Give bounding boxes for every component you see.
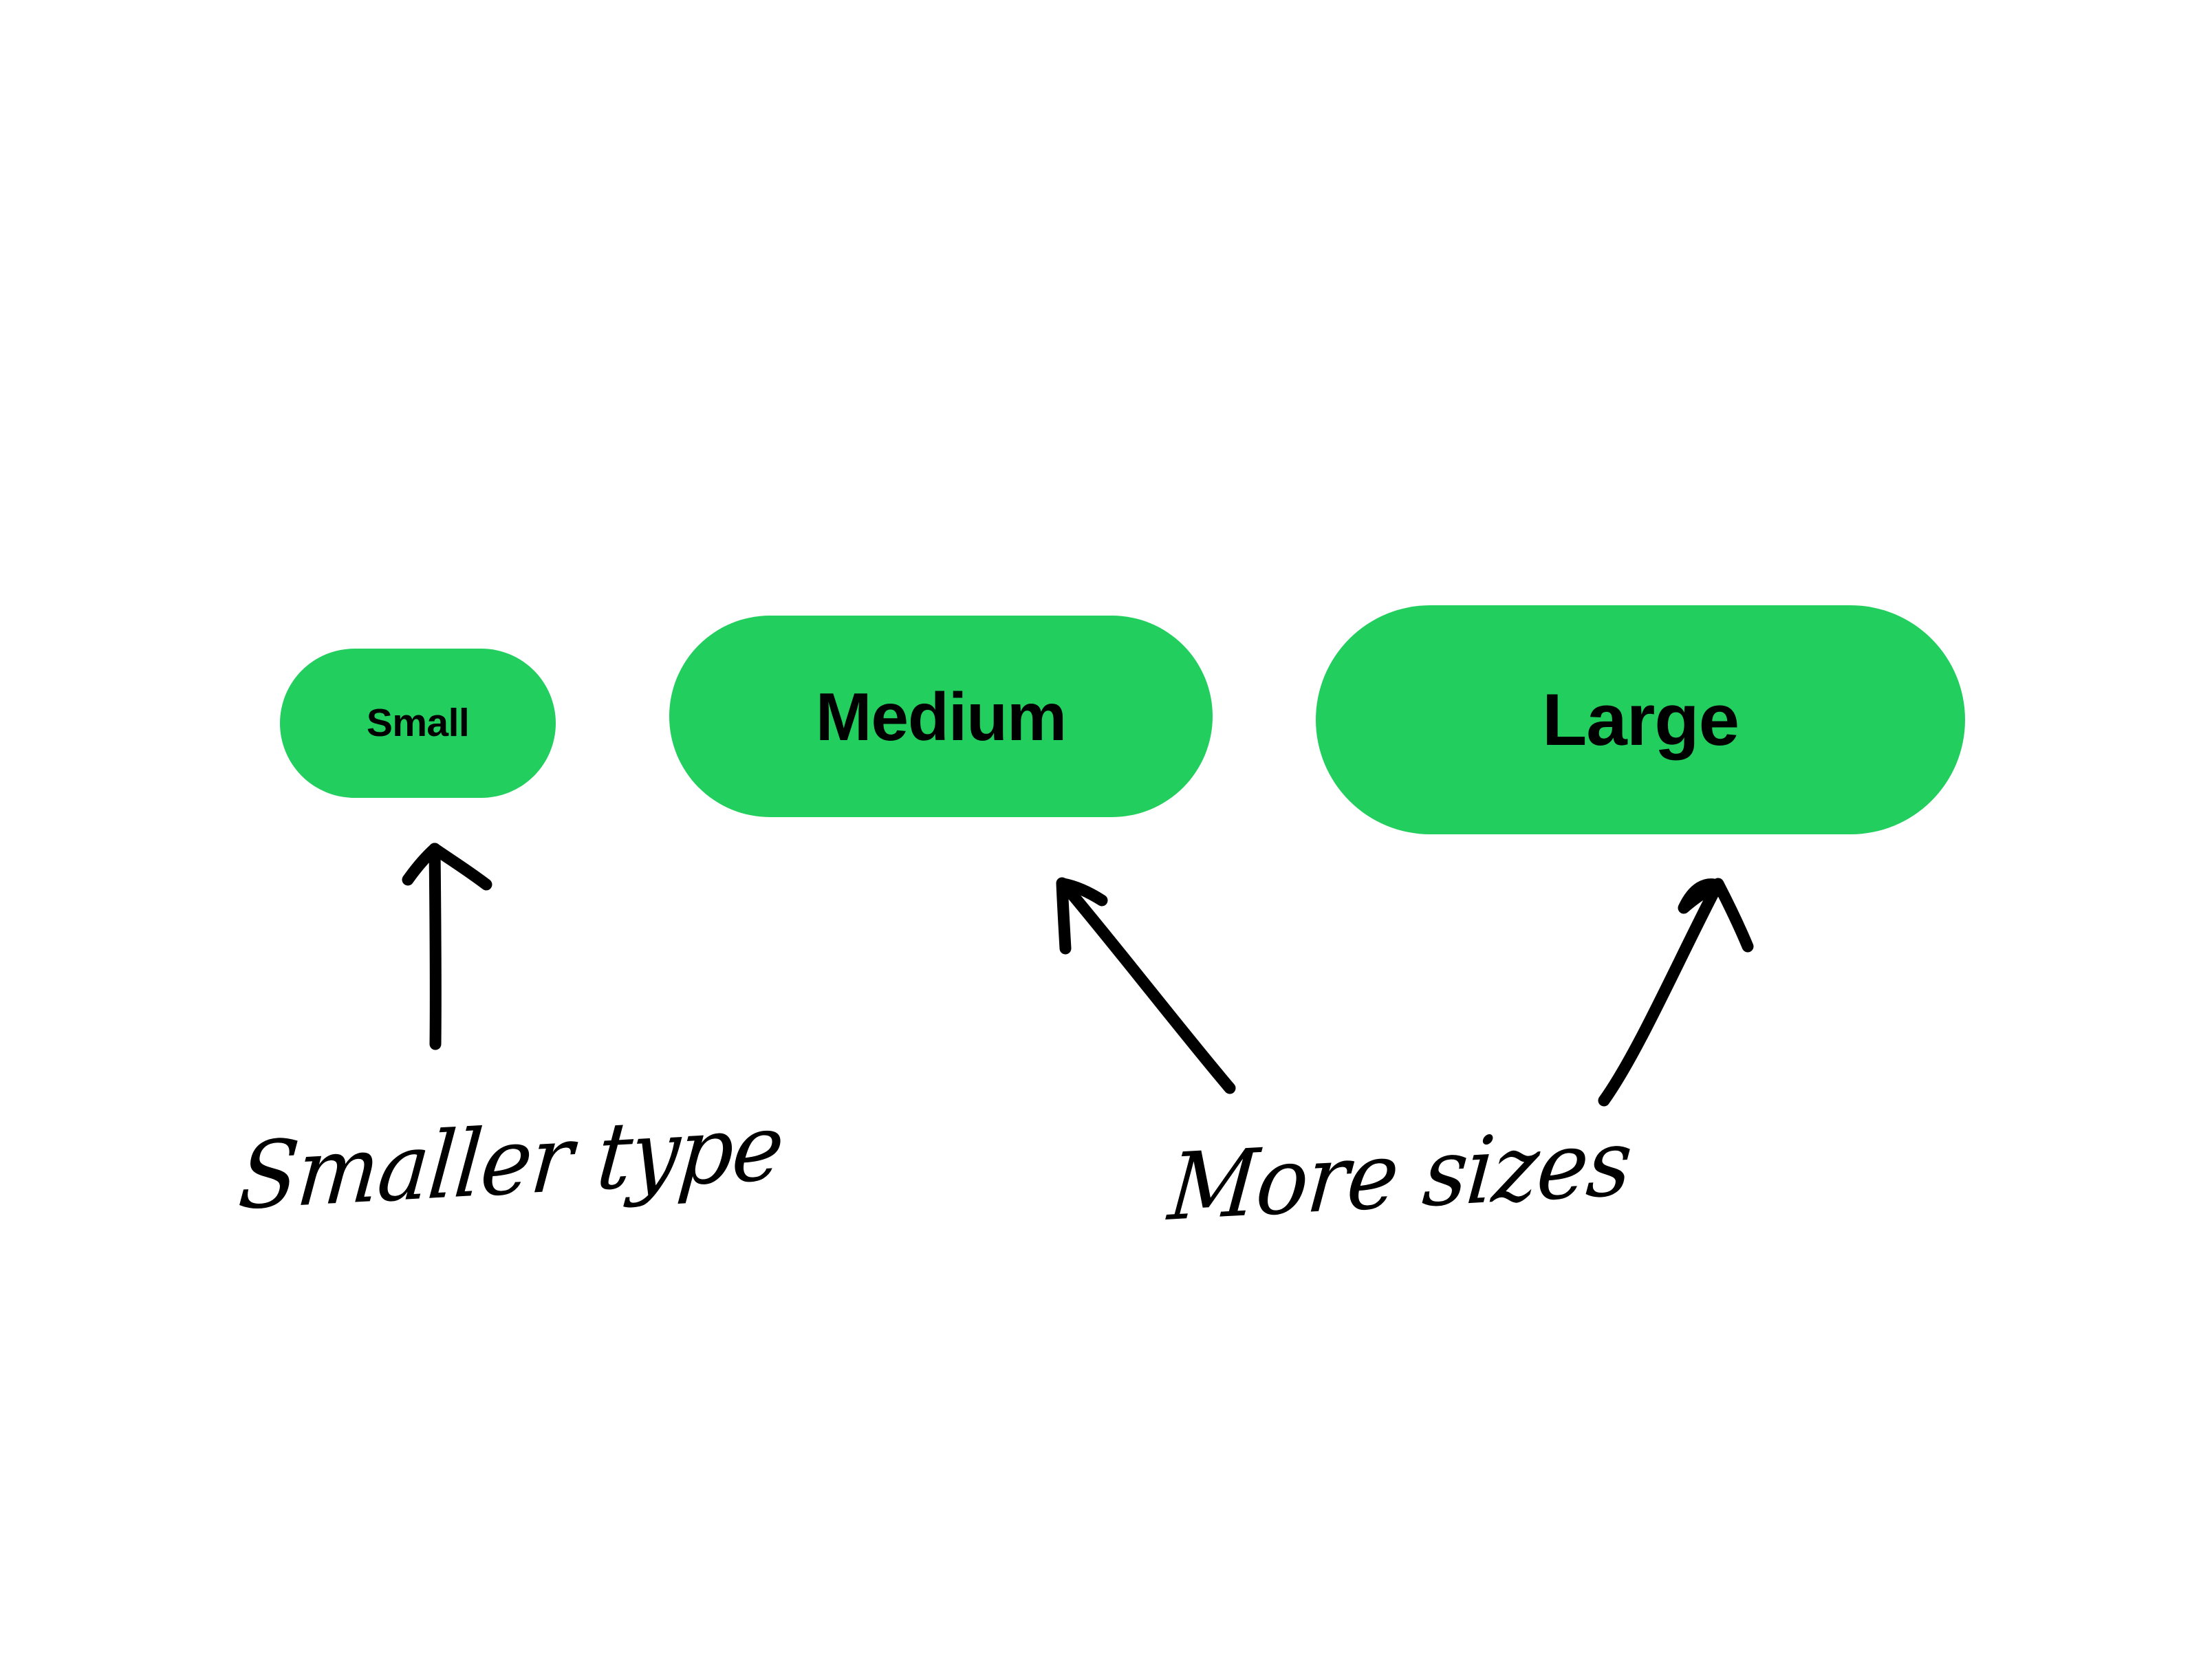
- button-small-label: Small: [366, 701, 470, 745]
- arrow-to-large-icon: [1598, 878, 1754, 1107]
- caption-more-sizes: More sizes: [1164, 1108, 1636, 1241]
- button-medium[interactable]: Medium: [669, 616, 1213, 817]
- caption-smaller-type: Smaller type: [235, 1093, 788, 1230]
- button-large-label: Large: [1541, 678, 1739, 761]
- arrow-to-medium-icon: [1056, 877, 1236, 1094]
- arrow-to-small-icon: [402, 843, 492, 1050]
- button-medium-label: Medium: [815, 678, 1067, 755]
- button-small[interactable]: Small: [280, 649, 556, 798]
- button-large[interactable]: Large: [1316, 605, 1965, 834]
